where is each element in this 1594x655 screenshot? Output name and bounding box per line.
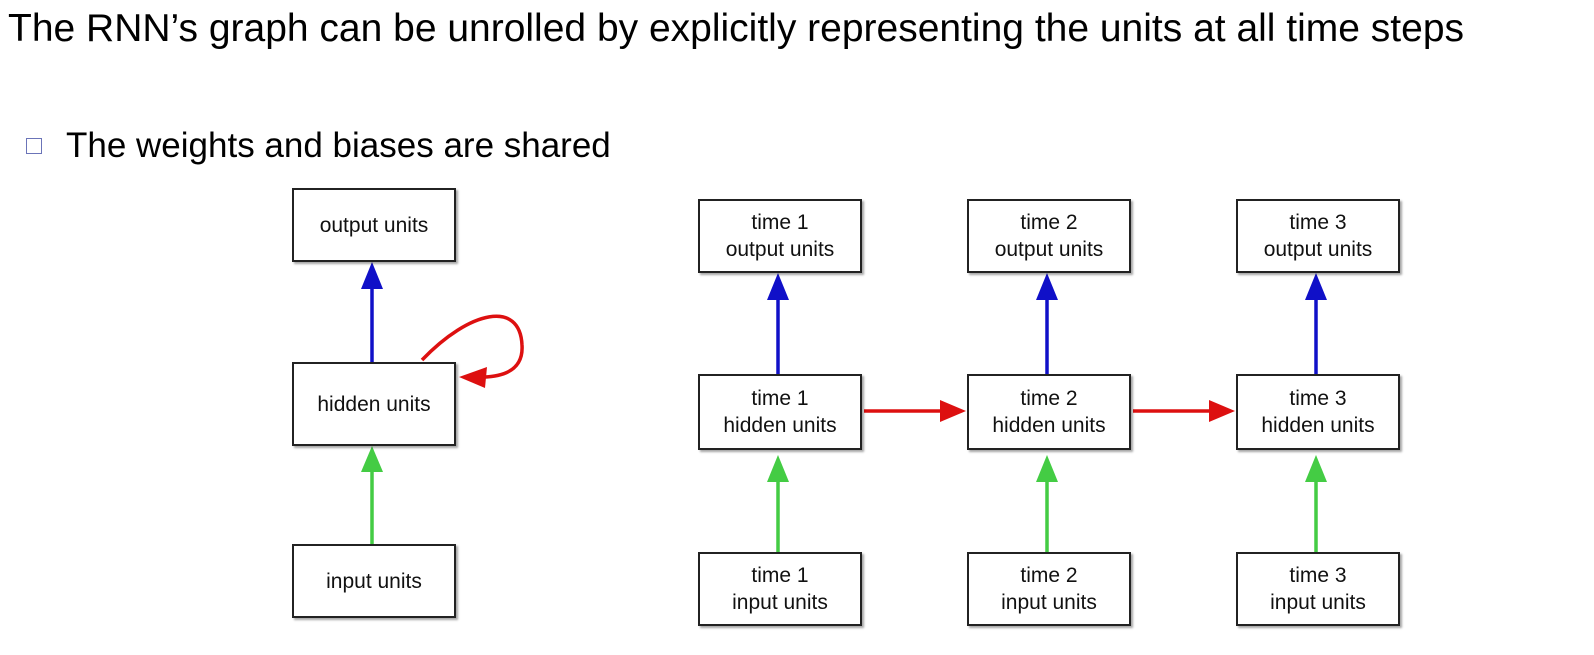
folded-input-arrow — [361, 446, 383, 544]
folded-output-label: output units — [319, 213, 429, 237]
folded-hidden-units-box: hidden units — [292, 362, 456, 446]
box-label-line-2: output units — [725, 238, 835, 261]
box-label-line-1: time 3 — [1289, 211, 1347, 234]
box-label-line-2: output units — [1263, 238, 1373, 261]
time-1-to-2-recurrent-arrow — [864, 400, 966, 422]
time-2-output-units-box: time 2 output units — [967, 199, 1131, 273]
time-1-hidden-units-box: time 1 hidden units — [698, 374, 862, 450]
time-3-input-units-box: time 3 input units — [1236, 552, 1400, 626]
box-label-line-1: time 2 — [1020, 211, 1078, 234]
box-label-line-2: hidden units — [723, 414, 837, 437]
box-label-line-1: time 1 — [751, 564, 809, 587]
folded-recurrent-arrow — [420, 314, 524, 388]
slide-title: The RNN’s graph can be unrolled by expli… — [8, 7, 1465, 50]
time-1-input-units-box: time 1 input units — [698, 552, 862, 626]
box-label-line-1: time 2 — [1020, 387, 1078, 410]
time-2-input-arrow — [1036, 455, 1058, 552]
folded-input-units-box: input units — [292, 544, 456, 618]
box-label-line-2: hidden units — [992, 414, 1106, 437]
time-3-input-arrow — [1305, 455, 1327, 552]
box-label-line-1: time 1 — [751, 211, 809, 234]
box-label-line-1: time 3 — [1289, 564, 1347, 587]
folded-hidden-label: hidden units — [317, 392, 431, 416]
time-2-to-3-recurrent-arrow — [1133, 400, 1235, 422]
box-label-line-1: time 1 — [751, 387, 809, 410]
time-2-input-units-box: time 2 input units — [967, 552, 1131, 626]
bullet-item: The weights and biases are shared — [26, 124, 611, 168]
time-3-output-units-box: time 3 output units — [1236, 199, 1400, 273]
folded-input-label: input units — [326, 569, 422, 593]
folded-output-units-box: output units — [292, 188, 456, 262]
time-1-output-arrow — [767, 273, 789, 374]
time-2-output-arrow — [1036, 273, 1058, 374]
time-3-output-arrow — [1305, 273, 1327, 374]
box-label-line-2: input units — [1001, 591, 1097, 614]
box-label-line-2: hidden units — [1261, 414, 1375, 437]
time-3-hidden-units-box: time 3 hidden units — [1236, 374, 1400, 450]
box-label-line-1: time 3 — [1289, 387, 1347, 410]
box-label-line-2: input units — [732, 591, 828, 614]
time-1-output-units-box: time 1 output units — [698, 199, 862, 273]
bullet-text: The weights and biases are shared — [66, 126, 611, 165]
folded-output-arrow — [361, 262, 383, 362]
time-1-input-arrow — [767, 455, 789, 552]
bullet-square-icon — [26, 138, 42, 154]
box-label-line-1: time 2 — [1020, 564, 1078, 587]
time-2-hidden-units-box: time 2 hidden units — [967, 374, 1131, 450]
box-label-line-2: output units — [994, 238, 1104, 261]
box-label-line-2: input units — [1270, 591, 1366, 614]
